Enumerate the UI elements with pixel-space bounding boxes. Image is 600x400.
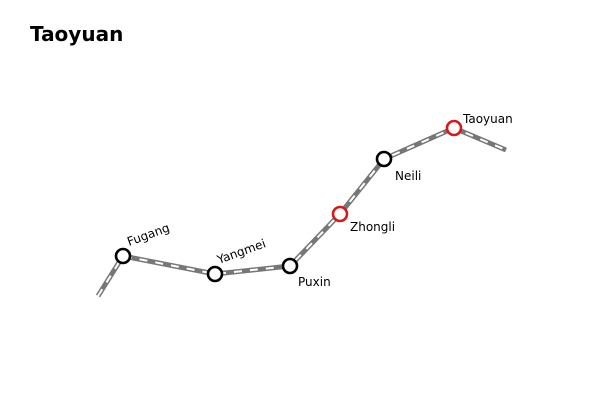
rail-line (95, 125, 507, 298)
rail-track (95, 125, 507, 298)
station-fugang[interactable]: Fugang (114, 221, 171, 265)
station-neili[interactable]: Neili (375, 150, 421, 183)
station-yangmei[interactable]: Yangmei (206, 236, 268, 283)
station-label: Zhongli (350, 220, 395, 234)
station-marker[interactable] (206, 265, 224, 283)
station-marker[interactable] (281, 257, 299, 275)
station-marker[interactable] (445, 119, 463, 137)
rail-track-dashes (97, 126, 507, 297)
station-label: Taoyuan (462, 112, 513, 126)
station-marker[interactable] (331, 205, 349, 223)
station-marker[interactable] (114, 247, 132, 265)
station-label: Neili (395, 169, 421, 183)
station-label: Fugang (125, 221, 171, 249)
station-label: Yangmei (214, 236, 267, 267)
map-title: Taoyuan (30, 22, 124, 46)
station-puxin[interactable]: Puxin (281, 257, 331, 289)
station-label: Puxin (298, 275, 331, 289)
station-taoyuan[interactable]: Taoyuan (445, 112, 513, 137)
station-zhongli[interactable]: Zhongli (331, 205, 395, 234)
station-marker[interactable] (375, 150, 393, 168)
